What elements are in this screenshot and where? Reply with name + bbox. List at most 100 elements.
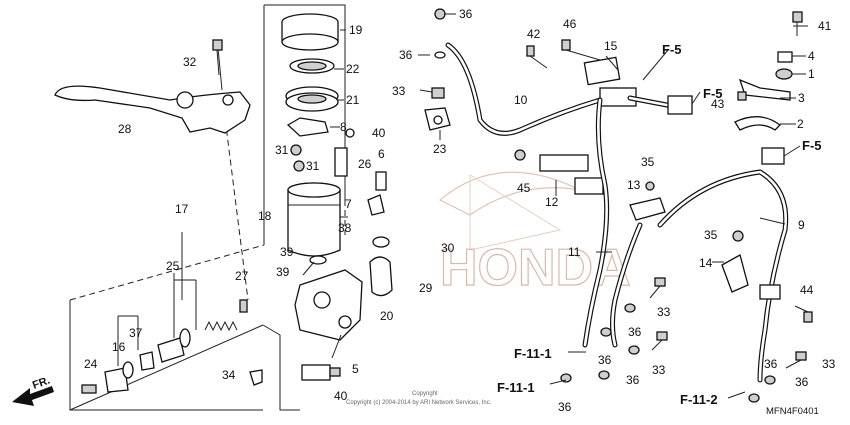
callout-33d: 33 (822, 357, 836, 371)
callout-17: 17 (175, 202, 189, 216)
callout-44: 44 (800, 283, 814, 297)
master-cylinder-holder (369, 236, 393, 297)
callout-31b: 31 (306, 159, 320, 173)
callout-16: 16 (112, 340, 126, 354)
diagram-code: MFN4F0401 (766, 406, 819, 417)
reservoir-holder (334, 147, 348, 177)
ref-f5-c: F-5 (802, 138, 822, 153)
callout-12: 12 (545, 195, 559, 209)
reservoir-cap (281, 13, 339, 51)
callout-11: 11 (568, 245, 581, 259)
right-bracket-parts (526, 11, 803, 131)
callout-15: 15 (604, 39, 618, 53)
hose-clamp-13 (629, 197, 666, 221)
callout-33b: 33 (657, 305, 671, 319)
callout-28: 28 (118, 122, 132, 136)
oring-39 (309, 255, 327, 265)
ref-f5-b: F-5 (703, 86, 723, 101)
callout-35b: 35 (704, 228, 718, 242)
joint-15 (583, 56, 637, 107)
callout-22: 22 (346, 62, 360, 76)
callout-35a: 35 (641, 155, 655, 169)
callout-36f: 36 (558, 400, 572, 414)
callout-37: 37 (129, 326, 143, 340)
callout-labels: 1 2 3 4 5 6 7 8 9 10 11 12 13 14 15 16 1… (84, 7, 836, 414)
reservoir-screw (290, 144, 305, 172)
callout-6: 6 (378, 147, 385, 161)
callout-36d: 36 (598, 353, 612, 367)
callout-43: 43 (711, 97, 725, 111)
callout-24: 24 (84, 357, 98, 371)
lever-pivot-bolt (212, 39, 223, 76)
callout-29: 29 (419, 281, 433, 295)
callout-18: 18 (258, 209, 272, 223)
callout-20: 20 (380, 309, 394, 323)
callout-26: 26 (358, 157, 372, 171)
bolts-and-washers (560, 181, 813, 403)
callout-2: 2 (797, 117, 804, 131)
callout-36g: 36 (764, 357, 778, 371)
master-cylinder-body (294, 269, 363, 359)
callout-19: 19 (349, 23, 363, 37)
callout-10: 10 (514, 93, 528, 107)
section-references: F-5 F-5 F-5 F-11-1 F-11-1 F-11-2 (497, 42, 822, 407)
callout-40a: 40 (372, 126, 386, 140)
callout-1: 1 (808, 67, 815, 81)
callout-32: 32 (183, 55, 197, 69)
ref-f5-a: F-5 (662, 42, 682, 57)
copyright-line-1: Copyright (412, 391, 438, 397)
callout-36c: 36 (628, 325, 642, 339)
callout-14: 14 (699, 256, 713, 270)
callout-33c: 33 (652, 363, 666, 377)
callout-30: 30 (441, 241, 455, 255)
callout-40b: 40 (334, 389, 348, 403)
callout-36a: 36 (459, 7, 473, 21)
leader-lines (117, 13, 808, 399)
callout-13: 13 (627, 178, 641, 192)
front-direction-arrow: FR. (12, 374, 54, 406)
callout-46: 46 (563, 17, 577, 31)
callout-34: 34 (222, 368, 236, 382)
banjo-fittings (367, 8, 451, 216)
assembly-outlines (69, 4, 346, 411)
hose-to-f5 (627, 95, 785, 165)
brake-hose-11 (582, 97, 643, 348)
callout-41: 41 (818, 19, 832, 33)
diaphragm (285, 86, 339, 112)
callout-42: 42 (527, 27, 541, 41)
direction-label: FR. (31, 374, 52, 391)
callout-36b: 36 (399, 48, 413, 62)
callout-8: 8 (340, 120, 347, 134)
callout-9: 9 (798, 218, 805, 232)
ref-f11-2: F-11-2 (680, 392, 718, 407)
callout-7: 7 (345, 197, 352, 211)
brake-hose-9 (657, 169, 789, 383)
cap-plate (289, 58, 335, 74)
callout-33a: 33 (392, 84, 406, 98)
callout-3: 3 (798, 91, 805, 105)
callout-27: 27 (235, 269, 249, 283)
callout-4: 4 (808, 49, 815, 63)
callout-25: 25 (166, 259, 180, 273)
callout-31a: 31 (275, 143, 289, 157)
callout-21: 21 (346, 93, 360, 107)
callout-5: 5 (352, 362, 359, 376)
callout-36h: 36 (795, 375, 809, 389)
callout-36e: 36 (626, 373, 640, 387)
footer-text: Copyright Copyright (c) 2004-2014 by ARI… (346, 391, 819, 417)
ref-f11-1-b: F-11-1 (497, 380, 535, 395)
ref-f11-1-a: F-11-1 (514, 346, 552, 361)
brake-switch (301, 364, 341, 381)
copyright-line-2: Copyright (c) 2004-2014 by ARI Network S… (346, 400, 492, 406)
reservoir-tank (287, 182, 341, 257)
callout-23: 23 (433, 142, 447, 156)
callout-45: 45 (517, 181, 531, 195)
reservoir-bracket (286, 117, 355, 138)
callout-39a: 39 (280, 245, 294, 259)
upper-brake-hose (445, 42, 603, 136)
brake-lever (54, 47, 251, 134)
callout-38: 38 (338, 221, 352, 235)
piston-kit (81, 299, 263, 394)
callout-39b: 39 (276, 265, 290, 279)
